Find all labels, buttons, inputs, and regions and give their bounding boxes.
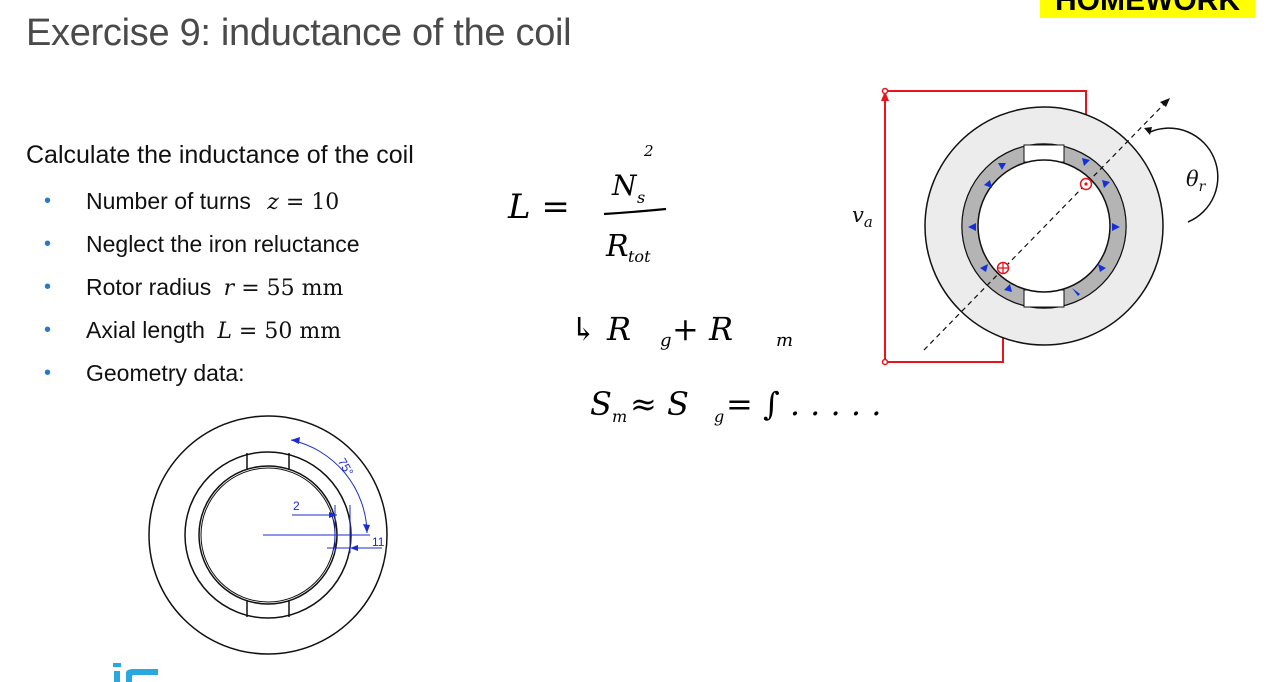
handwriting-denominator-sub: tot <box>628 247 651 266</box>
math-value: 50 mm <box>264 319 342 344</box>
homework-badge: HOMEWORK <box>1040 0 1255 18</box>
angle-arrowhead <box>1144 127 1152 135</box>
conductor-in <box>996 261 1010 275</box>
angle-75-label: 75° <box>335 456 356 479</box>
bullet-label: Rotor radius <box>86 274 212 300</box>
handwritten-notes: L = N s 2 R tot ↳ R g + R m S m ≈ S g = … <box>507 142 881 426</box>
bullet-length: Axial length L = 50 mm <box>44 314 360 357</box>
math-variable: r <box>223 276 235 301</box>
slot-lines <box>246 453 290 617</box>
bullet-label: Number of turns <box>86 188 251 214</box>
terminal-top <box>881 87 889 95</box>
dimension-arrowheads <box>291 437 370 551</box>
machine-diagram: va θr <box>852 87 1219 366</box>
handwriting-line3: S <box>590 385 612 423</box>
handwriting-line2-mid: + R <box>672 310 733 348</box>
task-bullet-list: Number of turns z = 10 Neglect the iron … <box>44 185 360 400</box>
handwriting-line2: ↳ R <box>570 310 631 348</box>
flux-arrows <box>968 158 1120 296</box>
task-intro: Calculate the inductance of the coil <box>26 141 414 169</box>
handwriting-line3-sub1: m <box>612 407 627 426</box>
math-variable: L <box>217 319 232 344</box>
fraction-bar <box>603 207 667 216</box>
handwriting-exponent: 2 <box>643 142 654 160</box>
page-title: Exercise 9: inductance of the coil <box>26 12 572 54</box>
handwriting-numerator-sub: s <box>637 188 645 207</box>
handwriting-line3-mid: ≈ S <box>630 385 689 423</box>
handwriting-line2-sub1: g <box>660 330 672 351</box>
handwriting-line3-sub2: g <box>714 407 724 426</box>
bullet-turns: Number of turns z = 10 <box>44 185 360 228</box>
university-logo <box>113 663 158 682</box>
handwriting-L-equals: L = <box>507 187 570 227</box>
math-value: 55 mm <box>266 276 344 301</box>
math-expression: L = 50 mm <box>217 319 342 344</box>
voltage-label: va <box>852 203 873 231</box>
bullet-label: Axial length <box>86 317 205 343</box>
handwriting-text: L = N s 2 R tot ↳ R g + R m S m ≈ S g = … <box>507 142 881 426</box>
bullet-iron: Neglect the iron reluctance <box>44 228 360 271</box>
math-expression: z = 10 <box>267 190 340 215</box>
conductor-out <box>1079 177 1093 191</box>
math-value: 10 <box>311 190 340 215</box>
stator-outer-circle <box>148 415 388 655</box>
geometry-diagram: 75° 2 11 <box>148 415 388 655</box>
terminal-bottom <box>881 358 889 366</box>
handwriting-line2-sub2: m <box>776 330 793 351</box>
math-expression: r = 55 mm <box>223 276 344 301</box>
bullet-label: Geometry data: <box>86 360 245 386</box>
bullet-geometry: Geometry data: <box>44 357 360 400</box>
handwriting-denominator: R <box>605 229 629 264</box>
bullet-label: Neglect the iron reluctance <box>86 231 360 257</box>
rotor-angle-arc <box>1149 127 1219 223</box>
math-variable: z <box>267 190 279 215</box>
handwriting-numerator: N <box>611 169 638 202</box>
magnet-axis <box>923 99 1169 351</box>
axis-arrowhead <box>1160 98 1170 107</box>
gap-dimension-label: 2 <box>293 499 300 513</box>
theta-label: θr <box>1186 167 1207 195</box>
bullet-radius: Rotor radius r = 55 mm <box>44 271 360 314</box>
handwriting-line3-end: = ∫ . . . . . <box>726 385 881 423</box>
magnet-dimension-label: 11 <box>372 535 385 549</box>
